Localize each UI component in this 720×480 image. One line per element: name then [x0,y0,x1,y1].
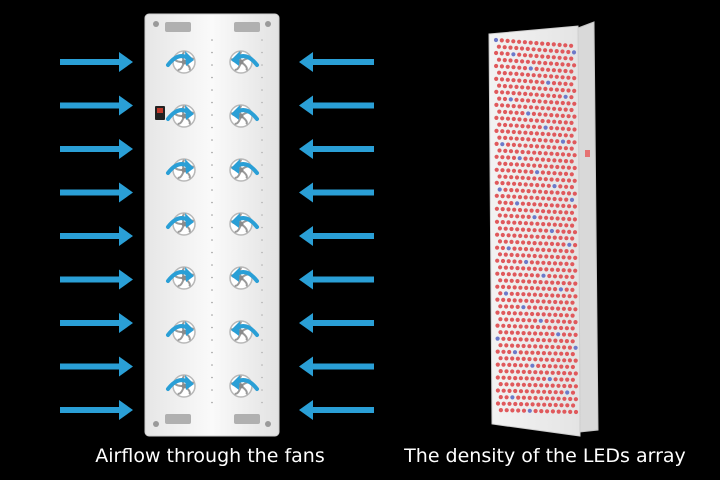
bottom-bracket-left [165,414,191,424]
arrow-left-8 [60,356,133,377]
fan [166,158,196,182]
arrow-right-2 [299,95,374,116]
fan [229,374,259,398]
fan [229,266,259,290]
fan [229,158,259,182]
arrow-right-5 [299,226,374,246]
led-panel [488,21,599,437]
fan [166,104,196,128]
arrow-right-3 [299,139,374,159]
arrow-right-1 [299,52,374,72]
fan [229,212,259,236]
arrow-left-7 [60,313,133,333]
fan [166,320,196,344]
arrow-left-2 [60,95,133,116]
arrow-right-9 [299,400,374,420]
fan [229,50,259,74]
top-bracket-right [234,22,260,32]
arrow-left-6 [60,269,133,290]
caption-led-density: The density of the LEDs array [404,445,686,467]
airflow-arrows [60,52,374,420]
top-bracket-left [165,22,191,32]
fan [166,374,196,398]
arrow-left-5 [60,226,133,246]
caption-airflow: Airflow through the fans [95,445,325,467]
arrow-right-4 [299,182,374,203]
fan [166,266,196,290]
bottom-bracket-right [234,414,260,424]
arrow-right-8 [299,356,374,377]
fan [166,212,196,236]
fan [229,320,259,344]
fan [166,50,196,74]
arrow-left-1 [60,52,133,72]
arrow-right-7 [299,313,374,333]
arrow-left-3 [60,139,133,159]
panel-indicator [585,150,590,157]
arrow-left-4 [60,182,133,203]
arrow-left-9 [60,400,133,420]
fan [229,104,259,128]
fan-panel [144,13,280,437]
arrow-right-6 [299,269,374,290]
